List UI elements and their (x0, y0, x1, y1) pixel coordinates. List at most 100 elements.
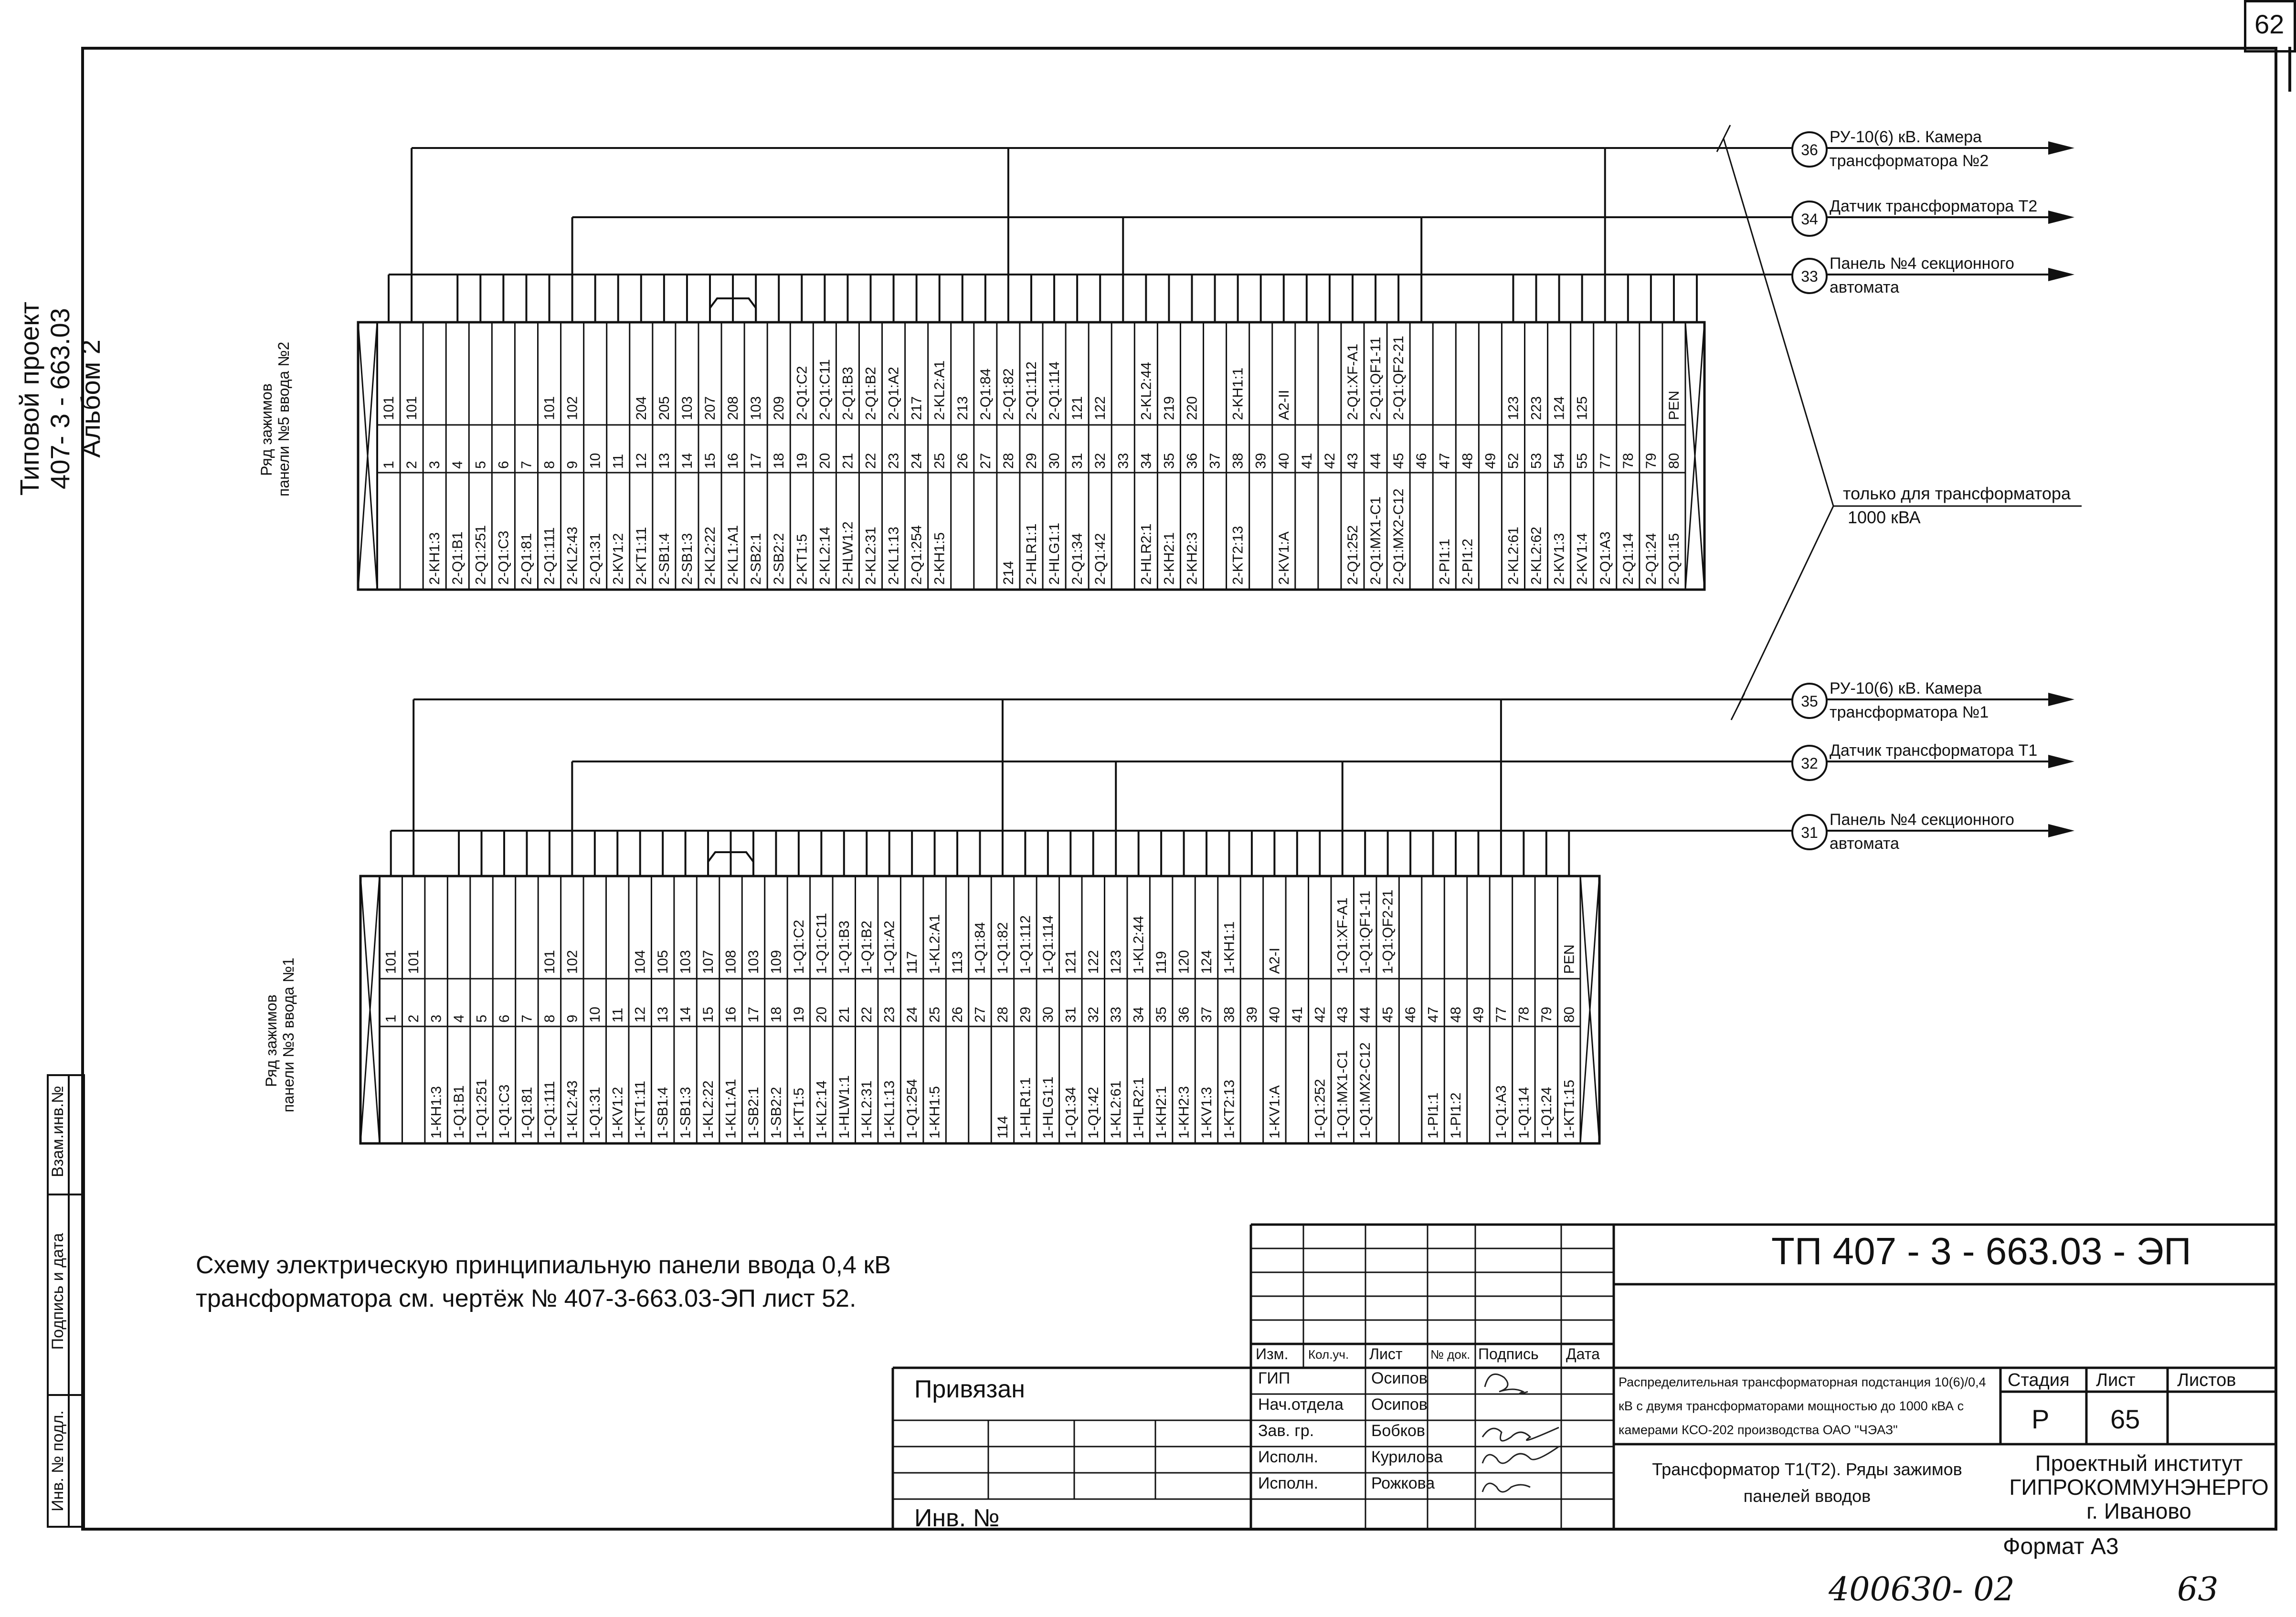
sheets-label: Листов (2177, 1370, 2236, 1390)
org-line3: г. Иваново (2086, 1499, 2191, 1523)
lower-top-label: 122 (1086, 950, 1101, 974)
upper-bottom-label: 2-Q1:C3 (496, 531, 511, 585)
side-stamp (47, 1074, 85, 1528)
lower-terminal-number: 17 (746, 1007, 762, 1023)
upper-terminal-number: 33 (1115, 453, 1131, 469)
lower-bottom-label: 1-Q1:42 (1086, 1087, 1101, 1139)
note-1000-line2: 1000 кВА (1848, 507, 1921, 527)
cable-label-35-line1: РУ-10(6) кВ. Камера (1830, 679, 1982, 698)
upper-bottom-label: 2-HLR1:1 (1024, 524, 1039, 585)
lower-bottom-label: 114 (995, 1116, 1011, 1139)
upper-bottom-label: 2-KT1:5 (794, 534, 810, 585)
lower-terminal-number: 34 (1131, 1007, 1147, 1023)
lower-terminal-number: 79 (1539, 1007, 1555, 1023)
stage-value: Р (2031, 1404, 2050, 1434)
upper-top-label: 121 (1069, 396, 1085, 420)
lower-bottom-label: 1-Q1:254 (904, 1079, 920, 1139)
upper-bottom-label: 2-KH2:1 (1161, 532, 1177, 585)
archive-number: 4006З0- 02 (1829, 1571, 2015, 1608)
lower-terminal-number: 21 (836, 1007, 852, 1023)
lower-bottom-label: 1-Q1:251 (474, 1079, 490, 1139)
upper-bottom-label: 2-SB2:1 (748, 533, 764, 585)
upper-bottom-label: 2-SB2:2 (771, 533, 787, 585)
signature-3 (1481, 1446, 1559, 1464)
upper-top-label: 2-Q1:82 (1001, 369, 1016, 420)
lower-bottom-label: 1-KV1:3 (1199, 1087, 1215, 1139)
cable-number-36: 36 (1801, 141, 1818, 159)
lower-top-label: 1-Q1:84 (973, 922, 988, 974)
upper-top-label: 125 (1575, 396, 1590, 420)
lower-terminal-number: 39 (1244, 1007, 1260, 1023)
upper-top-label: 103 (748, 396, 764, 420)
upper-top-label: 2-Q1:84 (978, 369, 994, 420)
upper-terminal-number: 32 (1092, 453, 1108, 469)
lower-terminal-number: 10 (587, 1007, 603, 1023)
upper-top-label: 2-Q1:QF2-21 (1391, 336, 1407, 420)
lower-terminal-number: 37 (1199, 1007, 1215, 1023)
lower-bottom-label: 1-Q1:111 (542, 1081, 558, 1139)
upper-bottom-label: 2-KL1:A1 (725, 525, 741, 585)
cable-arrow-31 (2048, 824, 2074, 837)
upper-bottom-label: 2-Q1:B1 (450, 531, 466, 585)
lower-bottom-label: 1-KL1:13 (882, 1080, 898, 1139)
upper-top-label: 101 (404, 396, 420, 420)
upper-terminal-number: 43 (1345, 453, 1361, 469)
lower-bottom-label: 1-Q1:34 (1063, 1087, 1079, 1139)
project-name: Распределительная трансформаторная подст… (1619, 1375, 1986, 1437)
upper-bottom-label: 2-KV1:2 (611, 533, 626, 585)
lower-end-mark-b-0 (360, 876, 381, 1144)
lower-terminal-number: 5 (474, 1015, 490, 1023)
lower-bottom-label: 1-Q1:81 (519, 1087, 535, 1139)
lower-bottom-label: 1-SB2:2 (768, 1087, 784, 1139)
lower-bottom-label: 1-Q1:14 (1516, 1087, 1532, 1139)
upper-terminal-number: 16 (725, 453, 741, 469)
col-header-izm: Изм. (1256, 1345, 1289, 1363)
lower-jumper (707, 851, 754, 876)
lower-bottom-label: 1-KL2:14 (814, 1080, 829, 1139)
upper-terminal-number: 25 (932, 453, 948, 469)
signature-4 (1481, 1482, 1531, 1493)
lower-terminal-number: 11 (610, 1008, 625, 1023)
side-stamp-divider-v (68, 1074, 70, 1528)
lower-terminal-number: 25 (927, 1007, 943, 1023)
upper-jumper (709, 297, 757, 322)
upper-terminal-number: 45 (1391, 453, 1407, 469)
lower-bottom-label: 1-HLW1:1 (836, 1075, 852, 1139)
lower-top-label: 120 (1176, 950, 1192, 974)
lower-terminal-number: 9 (564, 1015, 580, 1023)
upper-bottom-label: 2-HLW1:2 (840, 521, 856, 585)
upper-terminal-number: 4 (450, 461, 466, 469)
cable-arrow-32 (2048, 755, 2074, 768)
upper-top-label: 122 (1092, 396, 1108, 420)
upper-terminal-number: 77 (1598, 453, 1613, 469)
lower-top-label: 109 (768, 950, 784, 974)
upper-terminal-number: 42 (1322, 453, 1338, 469)
upper-bottom-label: 2-KT1:11 (634, 527, 649, 585)
lower-bottom-label: 1-KL2:22 (700, 1080, 716, 1139)
upper-bottom-label: 2-Q1:15 (1666, 533, 1682, 585)
upper-top-label: 219 (1161, 396, 1177, 420)
col-header-ndok: № док. (1430, 1347, 1471, 1362)
lower-bottom-label: 1-SB2:1 (746, 1087, 762, 1139)
lower-bottom-label: 1-KH2:3 (1176, 1086, 1192, 1139)
archive-sheet: 63 (2177, 1571, 2219, 1608)
lower-bottom-label: 1-KT1:5 (791, 1088, 807, 1139)
upper-terminal-number: 15 (702, 453, 718, 469)
upper-terminal-number: 80 (1666, 453, 1682, 469)
lower-terminal-number: 14 (678, 1007, 694, 1023)
cable-arrow-33 (2048, 268, 2074, 281)
upper-terminal-number: 3 (427, 461, 443, 469)
page-number-box (2244, 0, 2296, 53)
lower-bottom-label: 1-Q1:MX2-C12 (1357, 1042, 1373, 1139)
lower-terminal-number: 30 (1040, 1007, 1056, 1023)
side-stamp-divider-2 (47, 1394, 85, 1396)
upper-bottom-label: 2-KL1:13 (886, 527, 902, 585)
lower-top-label: 103 (678, 950, 694, 974)
upper-bottom-label: 2-PI1:2 (1460, 539, 1475, 585)
lower-top-label: 104 (633, 950, 648, 974)
lower-bottom-label: 1-KT2:13 (1221, 1080, 1237, 1139)
lower-bottom-label: 1-Q1:24 (1539, 1087, 1555, 1139)
role-gip: ГИП (1258, 1369, 1291, 1387)
